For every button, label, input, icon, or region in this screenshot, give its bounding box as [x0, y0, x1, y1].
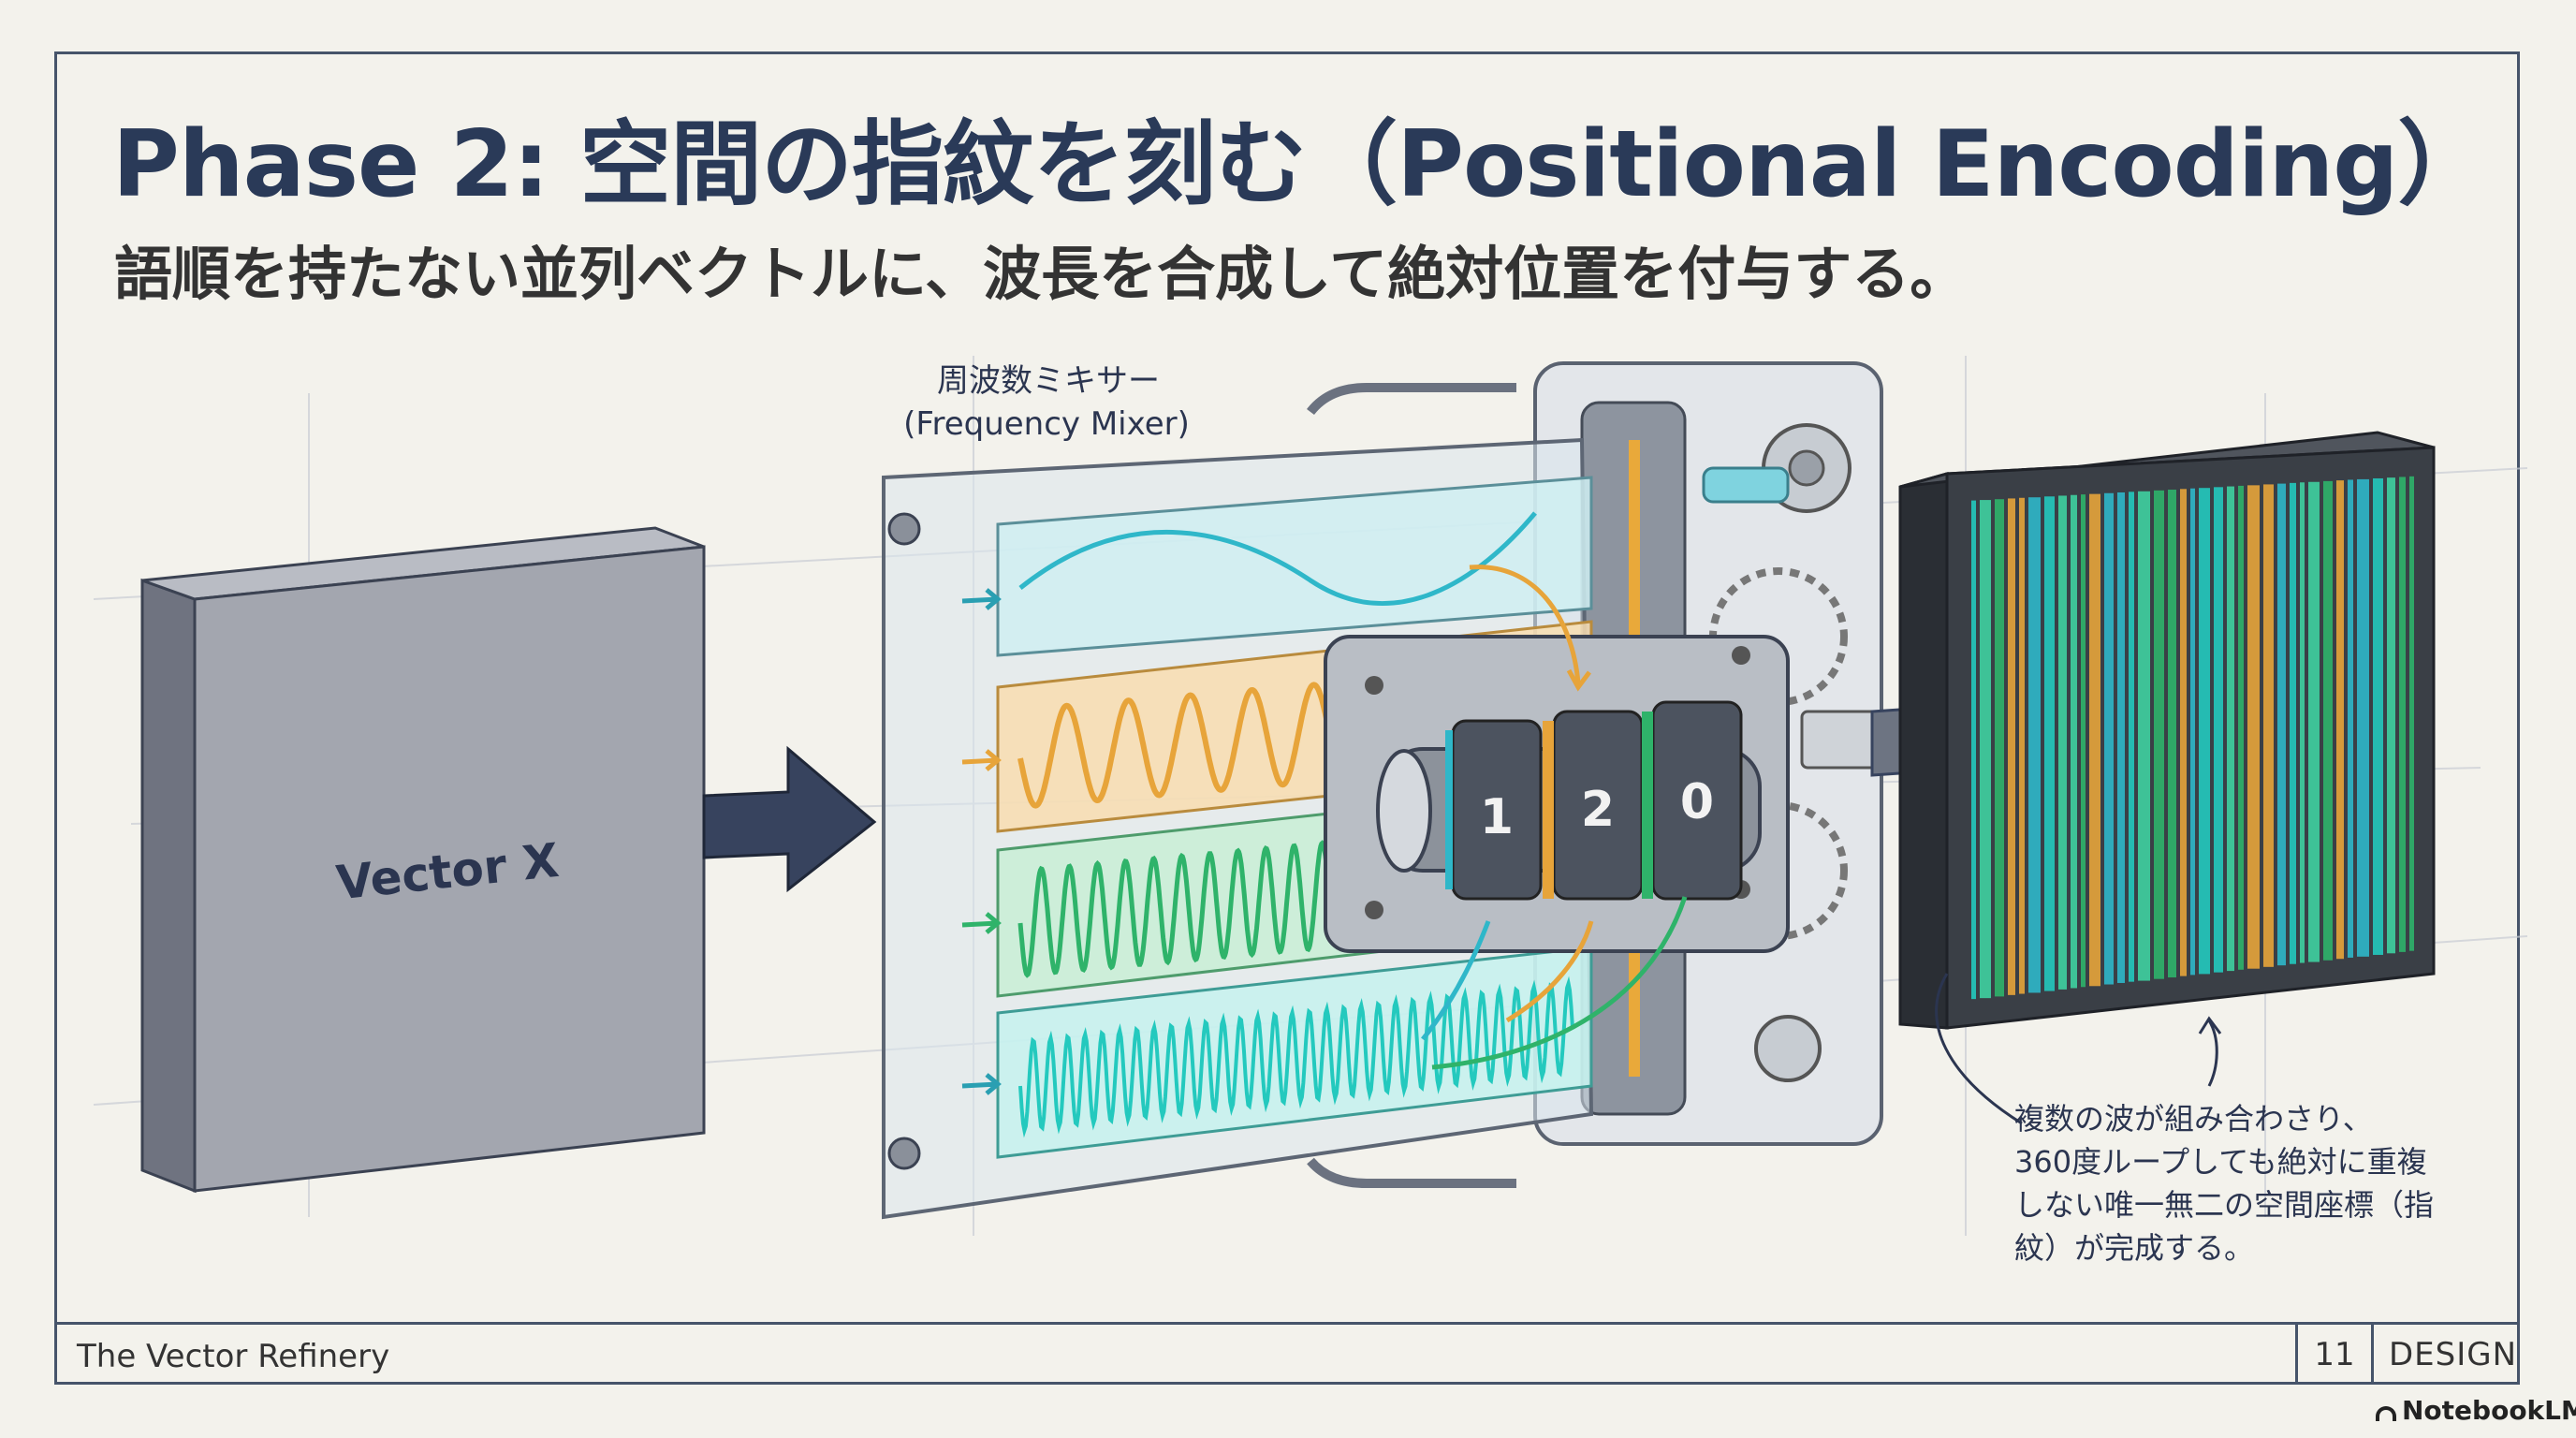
- fingerprint-stripe: [2019, 497, 2025, 994]
- fingerprint-stripe: [1995, 499, 2004, 997]
- fingerprint-stripe: [2089, 493, 2100, 987]
- fingerprint-stripe: [2071, 494, 2077, 989]
- fingerprint-stripe: [2399, 477, 2406, 952]
- fingerprint-stripe: [2227, 486, 2234, 972]
- fingerprint-stripe: [2290, 482, 2296, 964]
- notebooklm-logo-icon: [2376, 1406, 2396, 1421]
- mixer-label-en: (Frequency Mixer): [903, 405, 1190, 443]
- fingerprint-stripe: [2008, 498, 2015, 995]
- fingerprint-stripe: [1980, 500, 1991, 999]
- slide-frame: [54, 51, 2520, 1385]
- combination-dial-assembly: [1324, 635, 1790, 953]
- input-arrow: [702, 745, 877, 893]
- page-title: Phase 2: 空間の指紋を刻む（Positional Encoding）: [112, 111, 2489, 218]
- fingerprint-stripe: [2336, 480, 2344, 960]
- fingerprint-stripes: [1971, 476, 2414, 1000]
- annotation-pointer: [1935, 973, 2222, 1125]
- fingerprint-stripe: [2300, 482, 2305, 963]
- fingerprint-stripe: [2138, 491, 2150, 981]
- fingerprint-stripe: [2129, 492, 2134, 982]
- brand-watermark: NotebookLM: [2376, 1395, 2576, 1426]
- annotation-line-4: 紋）が完成する。: [2014, 1230, 2254, 1266]
- fingerprint-stripe: [2028, 497, 2041, 993]
- footer-page-number: 11: [2295, 1325, 2374, 1385]
- footer-section-tag: DESIGN: [2389, 1336, 2518, 1373]
- slide-footer: The Vector Refinery 11 DESIGN: [54, 1322, 2520, 1385]
- fingerprint-stripe: [2104, 492, 2114, 985]
- fingerprint-stripe: [2180, 489, 2187, 976]
- page-subtitle: 語順を持たない並列ベクトルに、波長を合成して絶対位置を付与する。: [114, 240, 1969, 308]
- footer-deck-title: The Vector Refinery: [77, 1338, 390, 1375]
- fingerprint-stripe: [2117, 492, 2125, 983]
- wave-channel-1: [996, 476, 1593, 657]
- output-fingerprint-panel: [1898, 431, 2436, 1030]
- annotation-line-2: 360度ループしても絶対に重複: [2014, 1144, 2427, 1180]
- fingerprint-stripe: [2168, 490, 2176, 978]
- fingerprint-stripe: [2044, 496, 2055, 991]
- annotation-line-3: しない唯一無二の空間座標（指: [2014, 1187, 2434, 1223]
- fingerprint-stripe: [2081, 494, 2086, 988]
- fingerprint-stripe: [2190, 488, 2195, 976]
- fingerprint-stripe: [2214, 487, 2223, 973]
- fingerprint-stripe: [2058, 495, 2067, 990]
- fingerprint-stripe: [2238, 485, 2244, 970]
- fingerprint-stripe: [2308, 481, 2320, 962]
- channel-input-arrows: [961, 588, 1002, 1095]
- fingerprint-stripe: [2357, 478, 2369, 957]
- wave-channel-4: [996, 946, 1593, 1159]
- fingerprint-stripe: [2277, 483, 2286, 966]
- flow-arrows: [1421, 565, 1688, 1070]
- fingerprint-stripe: [2199, 488, 2210, 975]
- dial-digit-1: 1: [1480, 789, 1514, 845]
- fingerprint-stripe: [1971, 500, 1976, 1000]
- annotation-line-1: 複数の波が組み合わさり、: [2014, 1101, 2373, 1137]
- fingerprint-stripe: [2348, 479, 2353, 958]
- mixer-label-jp: 周波数ミキサー: [937, 362, 1160, 400]
- fingerprint-stripe: [2154, 490, 2164, 979]
- fingerprint-stripe: [2247, 485, 2260, 969]
- fingerprint-stripe: [2409, 476, 2414, 951]
- input-vector-block: [140, 526, 706, 1194]
- fingerprint-stripe: [2387, 477, 2395, 954]
- fingerprint-stripe: [2263, 484, 2274, 967]
- dial-digit-2: 2: [1581, 782, 1615, 838]
- brand-label: NotebookLM: [2402, 1395, 2576, 1426]
- fingerprint-stripe: [2373, 477, 2383, 955]
- fingerprint-stripe: [2323, 480, 2333, 961]
- dial-digit-3: 0: [1680, 774, 1714, 830]
